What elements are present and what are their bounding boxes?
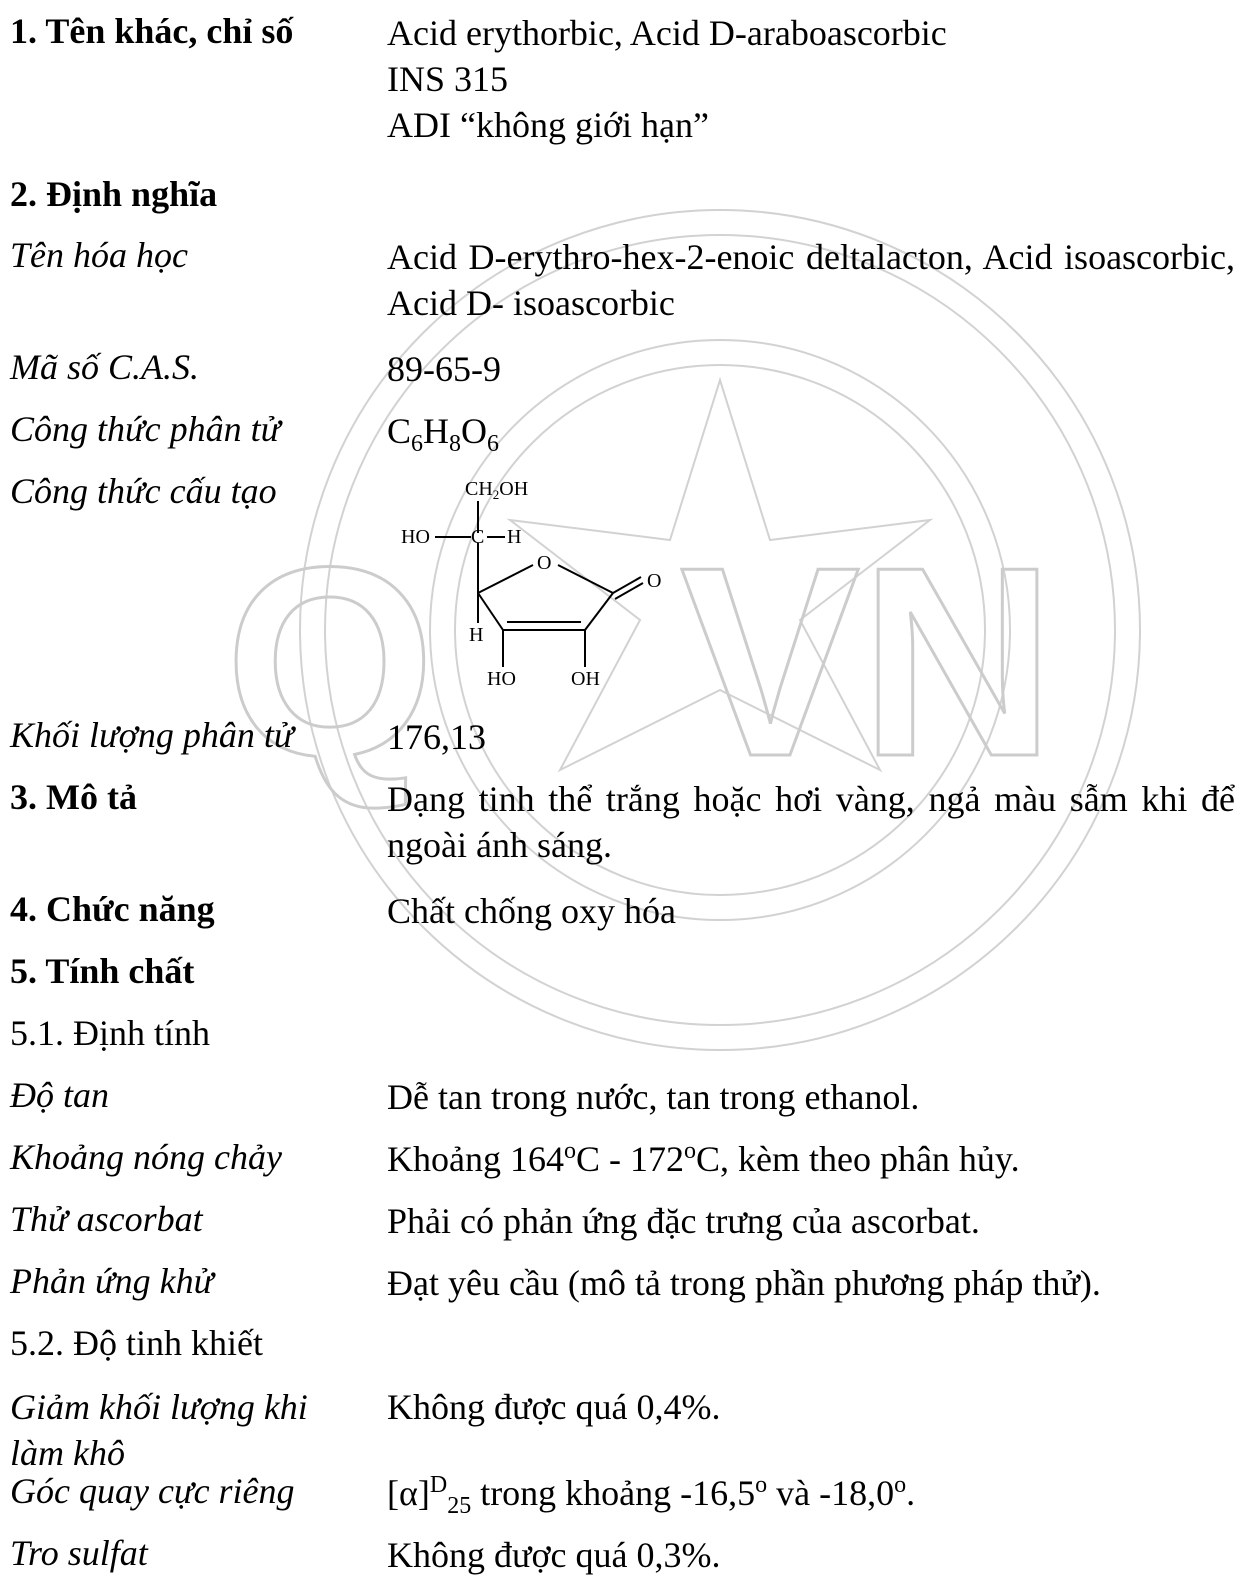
watermark-letters-vn: VN [680, 512, 1055, 813]
value: 176,13 [387, 717, 486, 757]
svg-text:H: H [469, 624, 483, 646]
subsection-heading: 5.2. Độ tinh khiết [10, 1323, 263, 1363]
value: Không được quá 0,3%. [387, 1535, 721, 1575]
value: Đạt yêu cầu (mô tả trong phần phương phá… [387, 1263, 1101, 1303]
svg-text:HO: HO [401, 526, 430, 548]
adi: ADI “không giới hạn” [387, 105, 709, 145]
label: Phản ứng khử [10, 1261, 214, 1301]
svg-text:HO: HO [487, 668, 516, 690]
value: [α]D25 trong khoảng -16,5o và -18,0o. [387, 1472, 916, 1520]
label: Khối lượng phân tử [10, 715, 294, 755]
value: Khoảng 164oC - 172oC, kèm theo phân hủy. [387, 1138, 1020, 1179]
svg-text:H: H [507, 526, 521, 548]
label: Tro sulfat [10, 1533, 148, 1573]
svg-text:OH: OH [571, 668, 600, 690]
svg-text:O: O [647, 570, 661, 592]
label: Thử ascorbat [10, 1199, 203, 1239]
section-heading: 4. Chức năng [10, 889, 215, 929]
label: Khoảng nóng chảy [10, 1137, 282, 1177]
value: Dạng tinh thể trắng hoặc hơi vàng, ngả m… [387, 779, 1235, 865]
label: Góc quay cực riêng [10, 1471, 295, 1511]
value: 89-65-9 [387, 349, 501, 389]
label: Giảm khối lượng khi làm khô [10, 1387, 308, 1473]
svg-text:C: C [471, 526, 484, 548]
label: Công thức cấu tạo [10, 471, 277, 511]
label: Mã số C.A.S. [10, 347, 199, 387]
subsection-heading: 5.1. Định tính [10, 1013, 211, 1053]
value: Acid D-erythro-hex-2-enoic deltalacton, … [387, 237, 1235, 323]
value: Dễ tan trong nước, tan trong ethanol. [387, 1077, 920, 1117]
value: Acid erythorbic, Acid D-araboascorbic IN… [387, 10, 1235, 148]
section-heading: 3. Mô tả [10, 777, 137, 817]
section-heading: 1. Tên khác, chỉ số [10, 11, 294, 51]
value: Phải có phản ứng đặc trưng của ascorbat. [387, 1201, 980, 1241]
other-names: Acid erythorbic, Acid D-araboascorbic [387, 13, 947, 53]
label: Tên hóa học [10, 235, 188, 275]
section-heading: 5. Tính chất [10, 951, 195, 991]
label: Công thức phân tử [10, 409, 281, 449]
value: Chất chống oxy hóa [387, 891, 676, 931]
svg-text:CH2OH: CH2OH [465, 478, 528, 502]
value: Không được quá 0,4%. [387, 1387, 721, 1427]
ins-number: INS 315 [387, 59, 509, 99]
svg-text:O: O [537, 552, 551, 574]
structural-formula-diagram: CH2OH HO C H O O H HO OH [401, 478, 661, 690]
section-heading: 2. Định nghĩa [10, 174, 218, 214]
label: Độ tan [10, 1075, 109, 1115]
molecular-formula: C6H8O6 [387, 411, 500, 458]
